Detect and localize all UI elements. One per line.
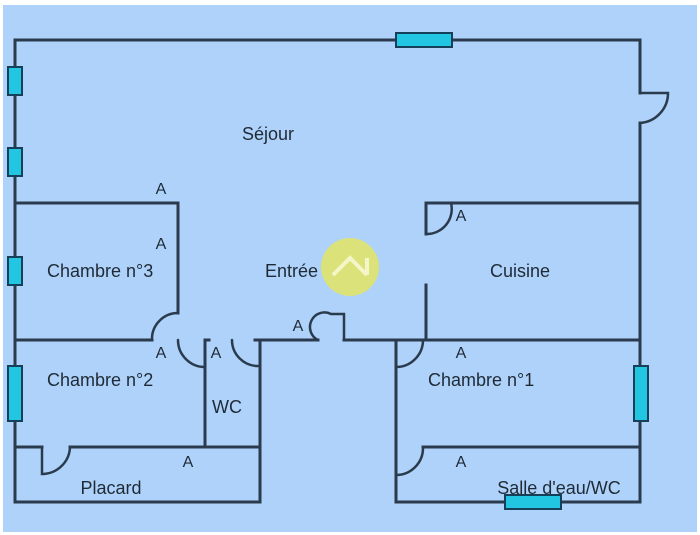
- windows: [7, 32, 649, 510]
- window-left-2: [7, 147, 23, 177]
- room-label-chambre-2: Chambre n°2: [47, 370, 153, 390]
- window-left-4: [7, 365, 23, 422]
- door-marker: A: [156, 181, 167, 198]
- walls: [13, 38, 642, 504]
- window-top: [395, 32, 453, 48]
- window-bottom: [504, 494, 562, 510]
- door-marker: A: [456, 345, 467, 362]
- doors: [40, 91, 670, 477]
- room-label-chambre-3: Chambre n°3: [47, 261, 153, 281]
- room-label-sejour: Séjour: [242, 124, 294, 144]
- door-marker: A: [156, 236, 167, 253]
- door-marker: A: [456, 454, 467, 471]
- door-marker: A: [183, 454, 194, 471]
- door-marker: A: [156, 345, 167, 362]
- door-marker: A: [211, 345, 222, 362]
- room-label-placard: Placard: [80, 478, 141, 498]
- room-labels: Séjour Chambre n°3 Entrée Cuisine Chambr…: [47, 124, 621, 498]
- door-markers: A A A A A A A A A: [156, 181, 467, 471]
- window-left-1: [7, 66, 23, 96]
- room-label-chambre-1: Chambre n°1: [428, 370, 534, 390]
- room-label-entree: Entrée: [265, 261, 318, 281]
- room-label-wc: WC: [212, 397, 242, 417]
- door-marker: A: [293, 318, 304, 335]
- door-marker: A: [456, 208, 467, 225]
- window-right: [633, 365, 649, 422]
- room-label-salle-eau: Salle d'eau/WC: [497, 478, 621, 498]
- room-label-cuisine: Cuisine: [490, 261, 550, 281]
- house-logo-icon: [321, 238, 379, 296]
- window-left-3: [7, 256, 23, 286]
